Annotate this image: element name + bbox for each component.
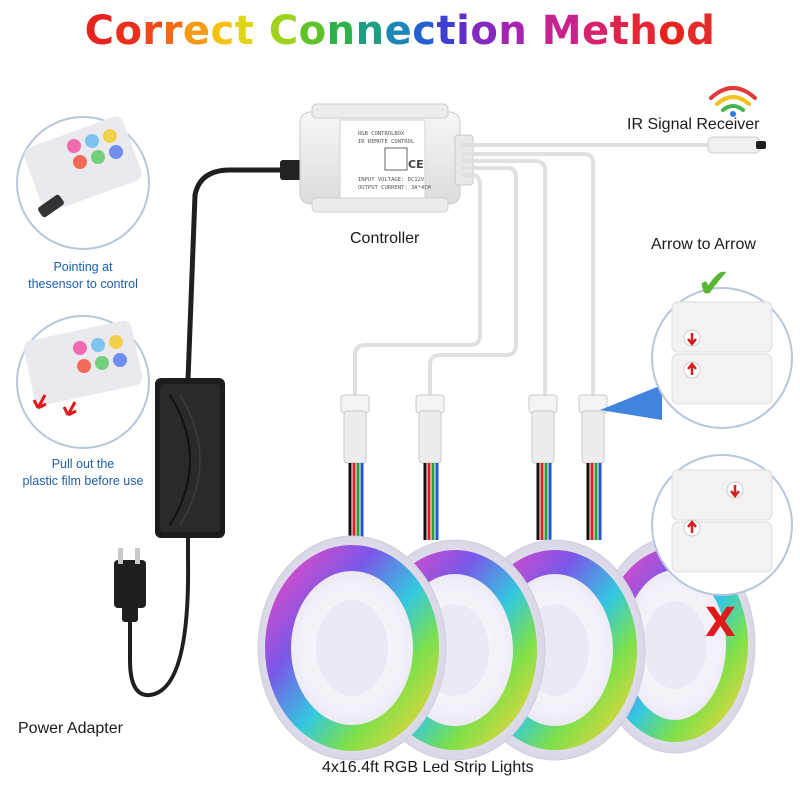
- title-letter: e: [582, 8, 610, 54]
- pull-film-caption-line-2: plastic film before use: [22, 474, 144, 488]
- title-letter: e: [384, 8, 413, 54]
- ir-receiver-head-icon: [707, 136, 766, 154]
- pull-film-caption: Pull out the plastic film before use: [8, 456, 158, 490]
- title-letter: C: [268, 8, 299, 54]
- title-letter: c: [412, 8, 437, 54]
- strip-connectors: [340, 394, 608, 464]
- title-letter: o: [658, 8, 687, 54]
- strip-connector-2: [415, 394, 445, 464]
- correct-alignment-illustration: [600, 287, 793, 429]
- wrong-alignment-illustration: [651, 454, 793, 596]
- remote-pull-film-illustration: [16, 315, 150, 449]
- title-letter: t: [436, 8, 457, 54]
- page-title: Correct Connection Method: [0, 8, 800, 54]
- title-letter: r: [162, 8, 183, 54]
- strip-connector-4: [578, 394, 608, 464]
- title-letter: e: [182, 8, 211, 54]
- controller-text-line-2: INPUT VOLTAGE: DC12V: [358, 177, 425, 183]
- title-letter: t: [609, 8, 630, 54]
- ir-signal-icon: [709, 86, 757, 117]
- strip-leads: [348, 463, 602, 540]
- title-letter: t: [234, 8, 255, 54]
- title-letter: r: [142, 8, 163, 54]
- controller-text-line-0: RGB CONTROLBOX: [358, 131, 405, 137]
- title-letter: d: [686, 8, 716, 54]
- remote-pointing-illustration: [16, 116, 150, 250]
- led-reel-1: [257, 535, 447, 761]
- title-letter: o: [470, 8, 499, 54]
- strip-connector-1: [340, 394, 370, 464]
- ce-mark: CE: [408, 158, 424, 171]
- strip-lights-label: 4x16.4ft RGB Led Strip Lights: [322, 759, 534, 776]
- controller-text-line-3: OUTPUT CURRENT: 3A*4CH: [358, 185, 431, 191]
- controller-label: Controller: [350, 230, 420, 247]
- pointing-caption-line-1: Pointing at: [53, 260, 113, 274]
- cross-mark: X: [705, 600, 736, 646]
- controller-box: [299, 103, 474, 213]
- ac-plug-icon: [114, 548, 146, 622]
- title-letter: o: [298, 8, 327, 54]
- power-adapter-label: Power Adapter: [18, 720, 123, 737]
- title-letter: M: [541, 8, 583, 54]
- arrow-to-arrow-label: Arrow to Arrow: [651, 236, 756, 253]
- ac-cable: [128, 535, 191, 698]
- title-letter: n: [326, 8, 356, 54]
- check-mark: ✔: [697, 261, 731, 307]
- dc-cable: [185, 167, 300, 381]
- power-adapter-icon: [155, 378, 225, 538]
- title-letter: o: [114, 8, 143, 54]
- title-letter: n: [498, 8, 528, 54]
- title-letter: h: [629, 8, 659, 54]
- title-letter: n: [355, 8, 385, 54]
- controller-text-line-1: IR REMOTE CONTROL: [358, 139, 415, 145]
- title-letter: i: [456, 8, 471, 54]
- output-wires: [353, 152, 595, 395]
- strip-connector-3: [528, 394, 558, 464]
- pull-film-caption-line-1: Pull out the: [51, 457, 115, 471]
- title-letter: C: [84, 8, 115, 54]
- ir-receiver-label: IR Signal Receiver: [627, 116, 760, 133]
- title-letter: c: [210, 8, 235, 54]
- pointing-caption: Pointing at thesensor to control: [8, 259, 158, 293]
- pointing-caption-line-2: thesensor to control: [28, 277, 138, 291]
